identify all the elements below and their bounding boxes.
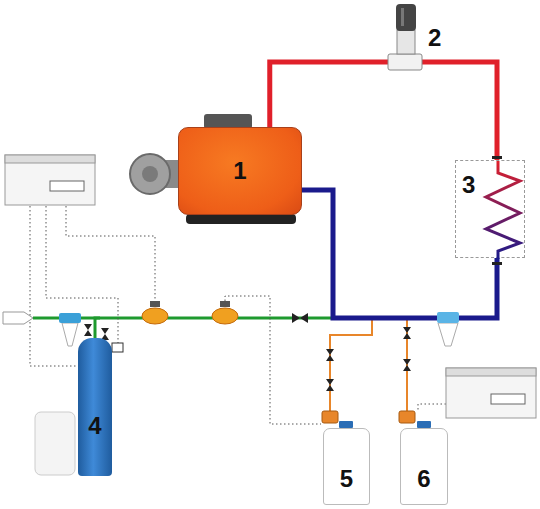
- dosing-line: [302, 190, 372, 411]
- signal-wire: [46, 206, 118, 344]
- filter: [437, 312, 459, 323]
- valve-symbol: [300, 313, 308, 323]
- softener-tank: 4: [78, 338, 112, 476]
- circulation-pump: [401, 8, 404, 26]
- callout-number: 5: [340, 467, 353, 491]
- dosing-pump: [399, 411, 415, 423]
- filter: [59, 312, 459, 346]
- boiler-parts: [130, 154, 170, 194]
- valve-symbol: [403, 327, 411, 333]
- callout-number: 6: [417, 467, 430, 491]
- pipe-flange: [492, 156, 502, 159]
- valve-symbol: [84, 313, 411, 391]
- dosing-pump: [322, 411, 431, 428]
- callout-number: 1: [233, 159, 246, 183]
- circulation-pump: [388, 54, 422, 70]
- dosing-pump: [339, 421, 353, 428]
- valve-symbol: [403, 359, 411, 365]
- pipe-flange: [492, 262, 502, 265]
- meter-box: [112, 343, 123, 352]
- controller-box: [5, 155, 95, 205]
- circulation-pump: [388, 4, 422, 70]
- controller-box: [50, 181, 84, 191]
- valve-symbol: [403, 333, 411, 339]
- filter: [62, 323, 78, 346]
- boiler-parts: [142, 166, 158, 182]
- valve-symbol: [292, 313, 300, 323]
- signal-wire: [225, 296, 321, 424]
- valve-symbol: [101, 328, 109, 334]
- valve-symbol: [84, 330, 92, 336]
- signal-wire: [418, 404, 446, 411]
- flow-meter: [150, 301, 160, 307]
- valve-symbol: [326, 349, 334, 355]
- callout-number: 3: [462, 173, 475, 197]
- controller-box: [5, 155, 95, 163]
- valve-symbol: [403, 365, 411, 371]
- salt-tank: [35, 412, 75, 475]
- coil-symbol: [486, 161, 520, 259]
- controller-box: [446, 368, 536, 418]
- signal-wire: [66, 206, 155, 305]
- flow-meter: [142, 308, 168, 324]
- valve-symbol: [326, 355, 334, 361]
- boiler-parts: [186, 214, 296, 224]
- chemical-canister: 5: [323, 428, 370, 505]
- controller-box: [491, 394, 525, 404]
- inlet-arrow: [3, 312, 33, 324]
- flow-meter: [220, 301, 230, 307]
- flow-meter: [142, 301, 238, 324]
- flow-pipe: [270, 62, 497, 160]
- circulation-pump: [397, 30, 415, 54]
- heat-exchanger: 3: [455, 160, 525, 258]
- dosing-pump: [417, 421, 431, 428]
- chemical-canister: 6: [400, 428, 448, 505]
- meter-box: [112, 343, 123, 352]
- flow-meter: [212, 308, 238, 324]
- controller-box: [446, 368, 536, 376]
- valve-symbol: [326, 385, 334, 391]
- circulation-pump: [396, 4, 416, 31]
- filter: [438, 323, 458, 346]
- dosing-pump: [322, 411, 338, 423]
- inlet-arrow: [3, 312, 33, 324]
- valve-symbol: [84, 324, 92, 330]
- salt-tank: [35, 412, 75, 475]
- filter: [59, 313, 81, 323]
- dosing-line: [302, 190, 407, 411]
- boiler: 1: [178, 127, 302, 215]
- valve-symbol: [326, 379, 334, 385]
- callout-number: 4: [88, 414, 101, 438]
- callout-number: 2: [428, 26, 441, 50]
